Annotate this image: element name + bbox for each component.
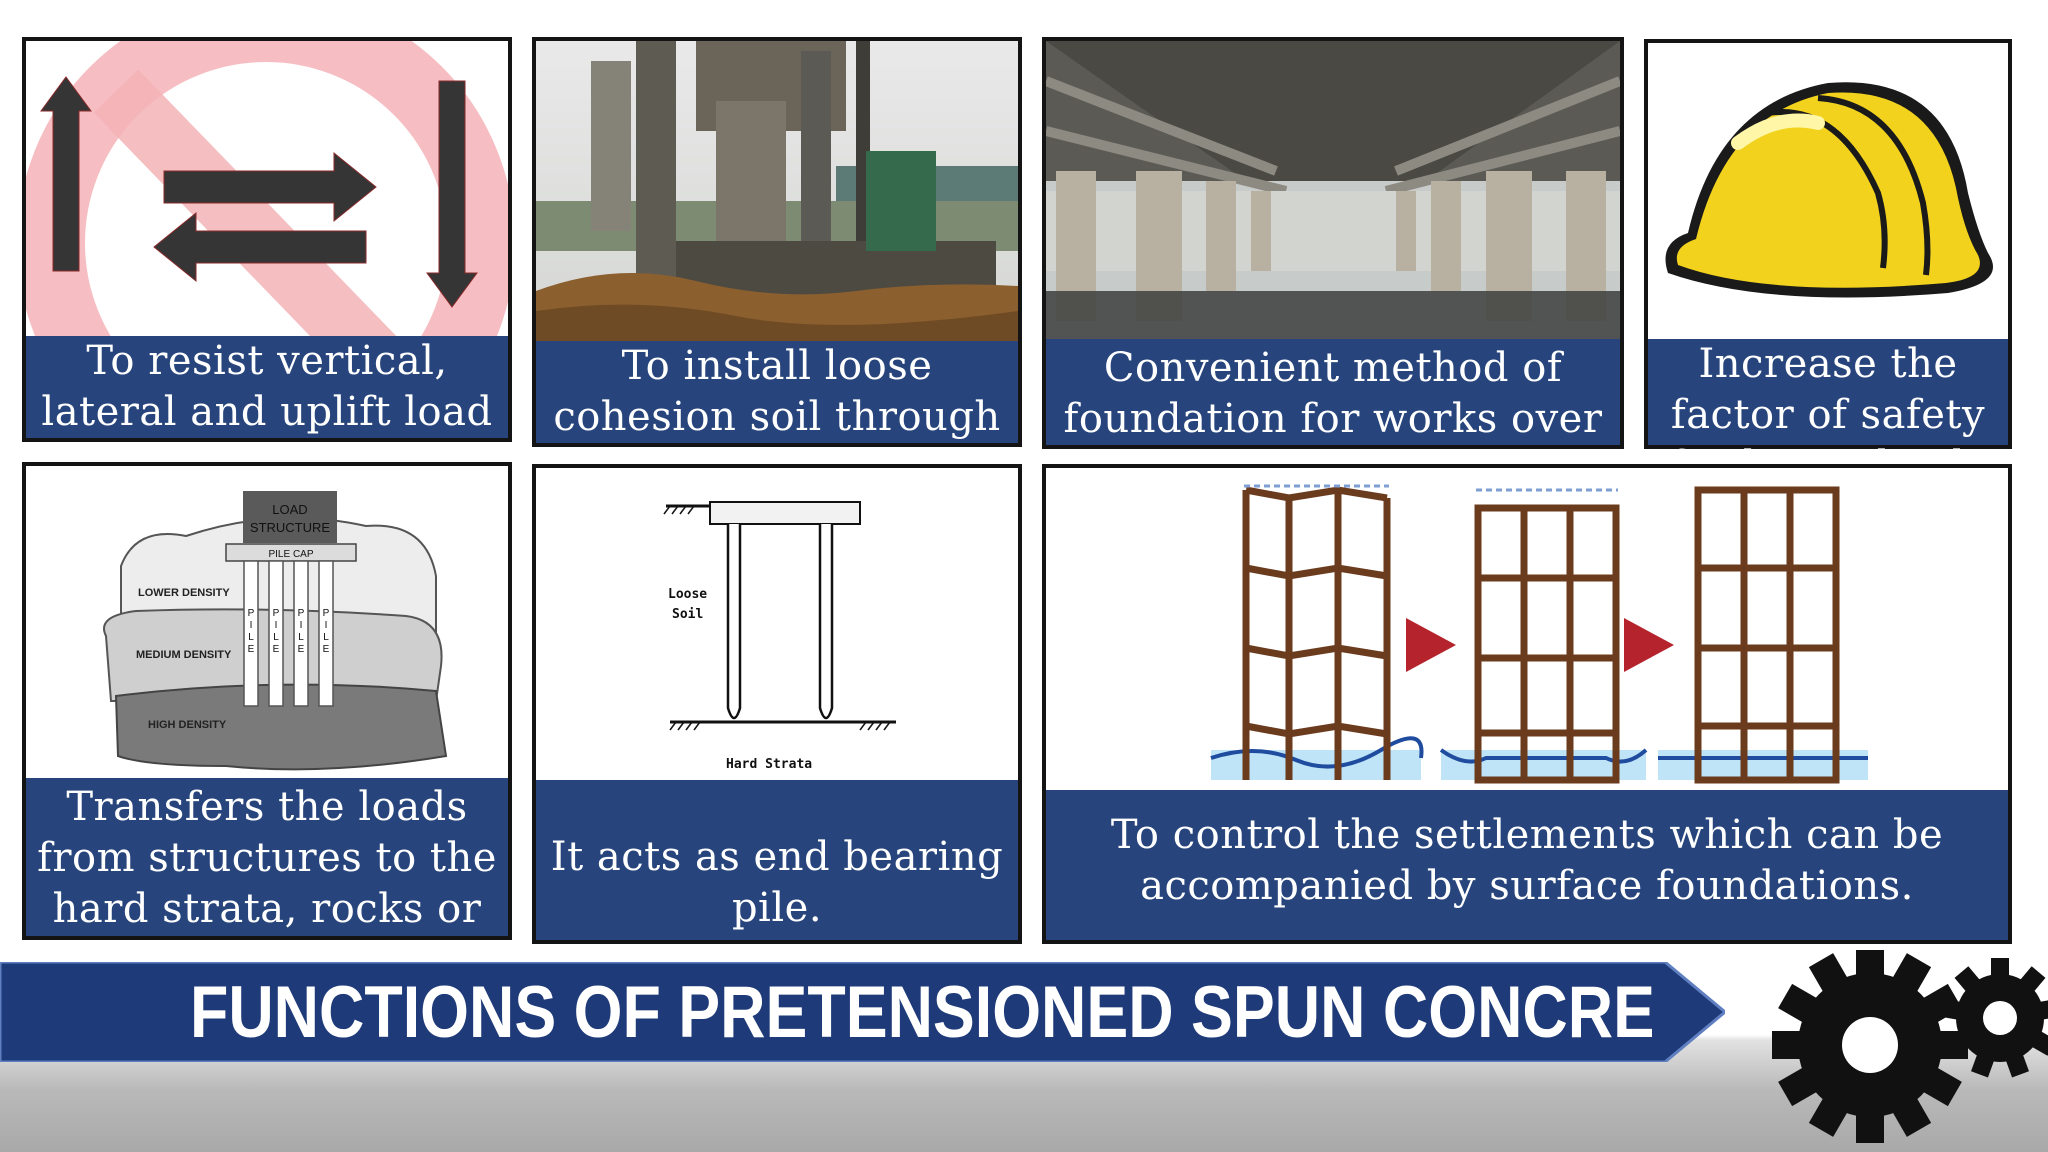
pile-letter: P [323,608,330,619]
diagram-label-structure: STRUCTURE [250,520,330,535]
diagram-label-soil: Soil [672,607,703,622]
pile-letter: E [323,644,330,655]
play-arrow-icon [1406,618,1456,672]
pile-letter: E [248,644,255,655]
frame-building-1 [1242,486,1391,780]
card-factor-safety: Increase the factor of safety for heavy … [1644,39,2012,489]
card-end-bearing: Loose Soil Hard Strata It acts as end be… [532,464,1022,944]
card-over-water: Convenient method of foundation for work… [1042,37,1624,493]
card-install-loose-soil-caption: To install loose cohesion soil through [536,341,1018,443]
pile-letter: L [273,632,279,643]
card-transfer-loads: LOAD STRUCTURE PILE CAP P I L E P I L E … [22,462,512,1034]
card-control-settlements: To control the settlements which can be … [1042,464,2012,944]
title-banner [0,962,1725,1062]
diagram-label-load: LOAD [272,502,307,517]
pile-letter: I [275,620,278,631]
card-over-water-caption: Convenient method of foundation for work… [1046,339,1620,493]
gear-icon [1772,950,2048,1143]
card-resist-loads-art [26,41,508,341]
settlement-ground [1210,736,1868,780]
card-over-water-art [1046,41,1620,344]
pile-letter: L [248,632,254,643]
caption-text: To install loose cohesion soil through [553,343,1001,440]
caption-text: It acts as end bearing pile. [550,834,1004,931]
diagram-label-medium-density: MEDIUM DENSITY [136,649,232,661]
card-end-bearing-caption: It acts as end bearing pile. [536,780,1018,940]
diagram-label-pile-cap: PILE CAP [268,549,313,560]
pile-letter: E [298,644,305,655]
diagram-label-hard-strata: Hard Strata [726,757,812,772]
diagram-label-high-density: HIGH DENSITY [148,719,227,731]
card-resist-loads: To resist vertical, lateral and uplift l… [22,37,512,442]
caption-text: Convenient method of foundation for work… [1063,345,1603,493]
card-install-loose-soil: To install loose cohesion soil through [532,37,1022,447]
pile-letter: I [250,620,253,631]
pile-letter: P [273,608,280,619]
hard-hat-icon [1665,82,1993,298]
card-transfer-loads-art: LOAD STRUCTURE PILE CAP P I L E P I L E … [26,466,508,781]
diagram-label-loose: Loose [668,587,707,602]
pile-letter: P [298,608,305,619]
card-control-settlements-caption: To control the settlements which can be … [1046,790,2008,940]
card-factor-safety-caption: Increase the factor of safety for heavy … [1648,339,2008,489]
pile-letter: P [248,608,255,619]
diagram-label-lower-density: LOWER DENSITY [138,587,230,599]
card-install-loose-soil-art [536,41,1018,346]
page-title: FUNCTIONS OF PRETENSIONED SPUN CONCRETE … [190,972,1652,1053]
pile-letter: I [325,620,328,631]
card-factor-safety-art [1648,43,2008,343]
card-resist-loads-caption: To resist vertical, lateral and uplift l… [26,336,508,438]
card-transfer-loads-caption: Transfers the loads from structures to t… [26,778,508,1034]
arrows-icon [40,76,478,308]
pile-letter: L [323,632,329,643]
frame-building-3 [1694,486,1840,784]
pile-letter: I [300,620,303,631]
play-arrow-icon [1624,618,1674,672]
pile-letter: E [273,644,280,655]
card-end-bearing-art: Loose Soil Hard Strata [536,468,1018,783]
pile-letter: L [298,632,304,643]
card-control-settlements-art [1046,468,2008,790]
caption-text: To control the settlements which can be … [1110,812,1944,909]
frame-building-2 [1474,504,1620,784]
caption-text: To resist vertical, lateral and uplift l… [41,338,493,435]
